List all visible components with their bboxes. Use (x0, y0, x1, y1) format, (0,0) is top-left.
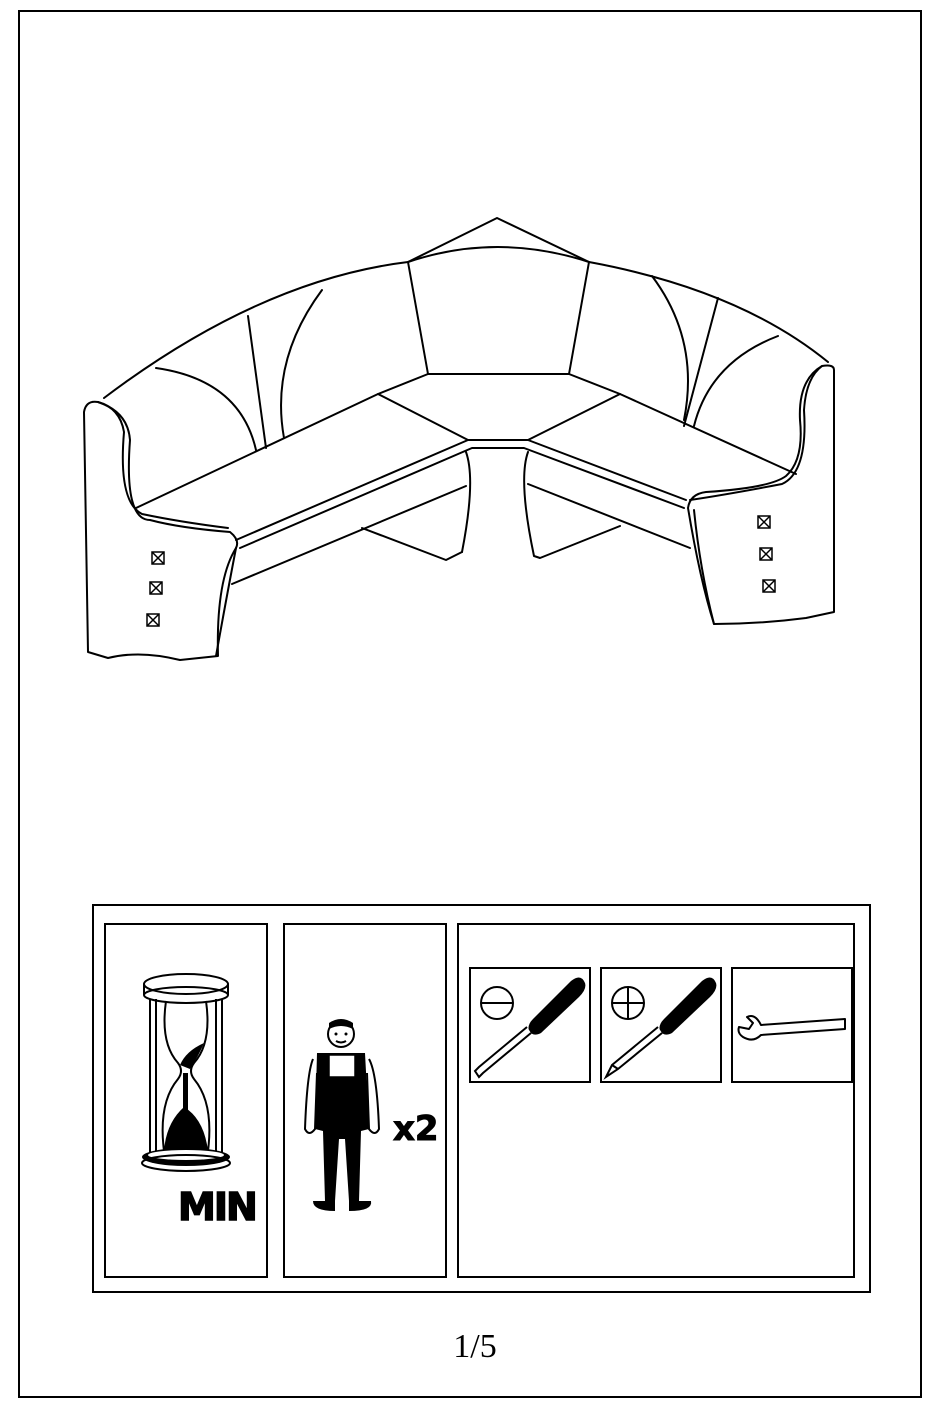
page-number: 1/5 (0, 1328, 950, 1366)
people-required-panel: x2 (283, 923, 447, 1278)
wrench-icon (731, 967, 853, 1083)
phillips-screwdriver-icon (600, 967, 722, 1083)
wrench-box (731, 967, 853, 1083)
phillips-screwdriver-box (600, 967, 722, 1083)
assembly-time-label: MIN (178, 1185, 256, 1229)
worker-icon (283, 923, 447, 1278)
people-count-label: x2 (393, 1109, 439, 1149)
corner-bench-illustration (0, 0, 950, 900)
flat-screwdriver-icon (469, 967, 591, 1083)
assembly-requirements-strip: MIN x2 (92, 904, 871, 1293)
tools-required-panel (457, 923, 855, 1278)
flat-screwdriver-box (469, 967, 591, 1083)
assembly-time-panel: MIN (104, 923, 268, 1278)
